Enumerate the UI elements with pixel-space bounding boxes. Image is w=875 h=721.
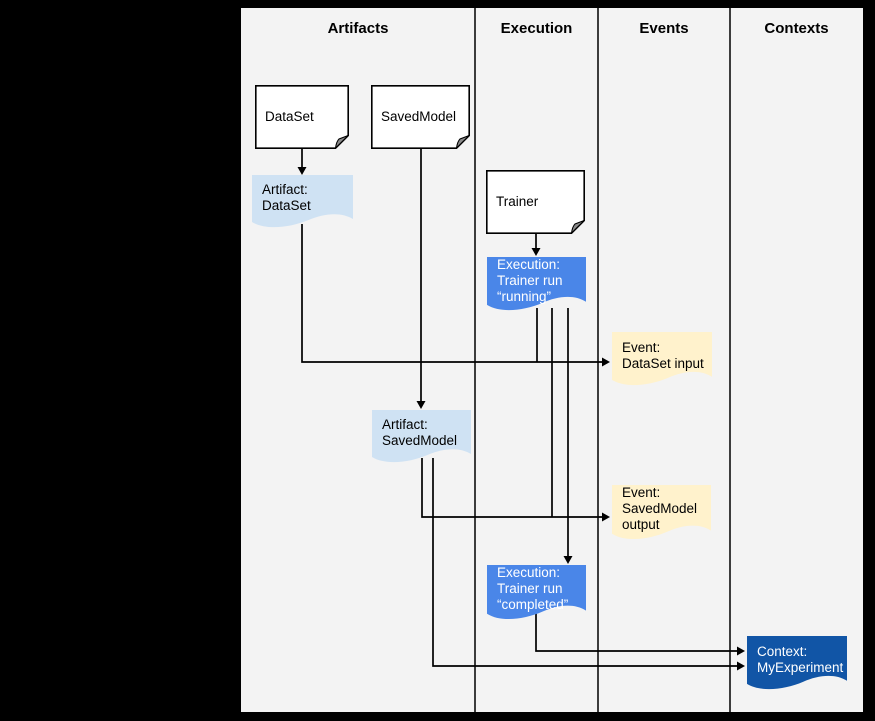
event-dataset-input-node: Event: DataSet input	[612, 332, 712, 388]
column-header-artifacts: Artifacts	[327, 20, 389, 37]
folded-corner-icon	[336, 136, 349, 149]
artifact-dataset-label: Artifact: DataSet	[262, 182, 311, 213]
arrowhead-right-icon	[602, 512, 610, 522]
trainer-label: Trainer	[496, 194, 539, 209]
arrowhead-down-icon	[416, 401, 426, 409]
document-shape-icon	[255, 85, 349, 149]
wave-shape-icon	[252, 175, 353, 228]
savedmodel-label: SavedModel	[381, 109, 457, 124]
event-savedmodel-output-label: Event: SavedModel output	[622, 485, 698, 532]
wave-shape-icon	[747, 636, 847, 690]
arrowhead-down-icon	[297, 167, 307, 175]
artifact-savedmodel-label: Artifact: SavedModel	[382, 417, 458, 448]
wave-shape-icon	[487, 565, 586, 620]
arrowhead-right-icon	[737, 661, 745, 671]
column-dividers	[474, 8, 731, 712]
execution-running-label: Execution: Trainer run “running”	[497, 256, 563, 304]
arrowhead-down-icon	[563, 556, 573, 564]
folded-corner-icon	[572, 221, 585, 234]
arrowheads	[297, 167, 745, 671]
wave-shape-icon	[612, 332, 712, 386]
dataset-node: DataSet	[255, 85, 349, 149]
column-header-events: Events	[639, 20, 689, 37]
wave-shape-icon	[372, 410, 471, 463]
arrowhead-right-icon	[602, 357, 610, 367]
arrowhead-down-icon	[531, 248, 541, 256]
event-savedmodel-output-node: Event: SavedModel output	[612, 485, 711, 542]
wave-shape-icon	[612, 485, 711, 540]
connector-layer	[297, 8, 745, 712]
edge-completed-to-context	[535, 612, 738, 652]
edge-artifactdataset-to-eventinput	[301, 224, 603, 363]
savedmodel-node: SavedModel	[371, 85, 470, 149]
column-header-contexts: Contexts	[764, 20, 829, 37]
trainer-node: Trainer	[486, 170, 585, 234]
dataset-label: DataSet	[265, 109, 314, 124]
event-dataset-input-label: Event: DataSet input	[622, 339, 704, 371]
edge-artifactsavedmodel-to-context	[432, 458, 738, 667]
execution-completed-node: Execution: Trainer run “completed”	[487, 565, 586, 622]
execution-running-node: Execution: Trainer run “running”	[487, 257, 586, 313]
execution-completed-label: Execution: Trainer run “completed”	[497, 565, 569, 612]
wave-shape-icon	[487, 257, 586, 311]
folded-corner-icon	[457, 136, 470, 149]
context-myexperiment-label: Context: MyExperiment	[757, 643, 844, 675]
edge-artifactsavedmodel-to-eventoutput	[421, 458, 603, 518]
edges	[301, 149, 738, 667]
arrowhead-right-icon	[737, 646, 745, 656]
artifact-dataset-node: Artifact: DataSet	[252, 175, 353, 230]
document-shape-icon	[486, 170, 585, 234]
artifact-savedmodel-node: Artifact: SavedModel	[372, 410, 471, 465]
context-myexperiment-node: Context: MyExperiment	[747, 636, 847, 692]
diagram-canvas: Artifacts Execution Events Contexts Data…	[241, 8, 863, 712]
document-shape-icon	[371, 85, 470, 149]
column-header-execution: Execution	[500, 20, 573, 37]
